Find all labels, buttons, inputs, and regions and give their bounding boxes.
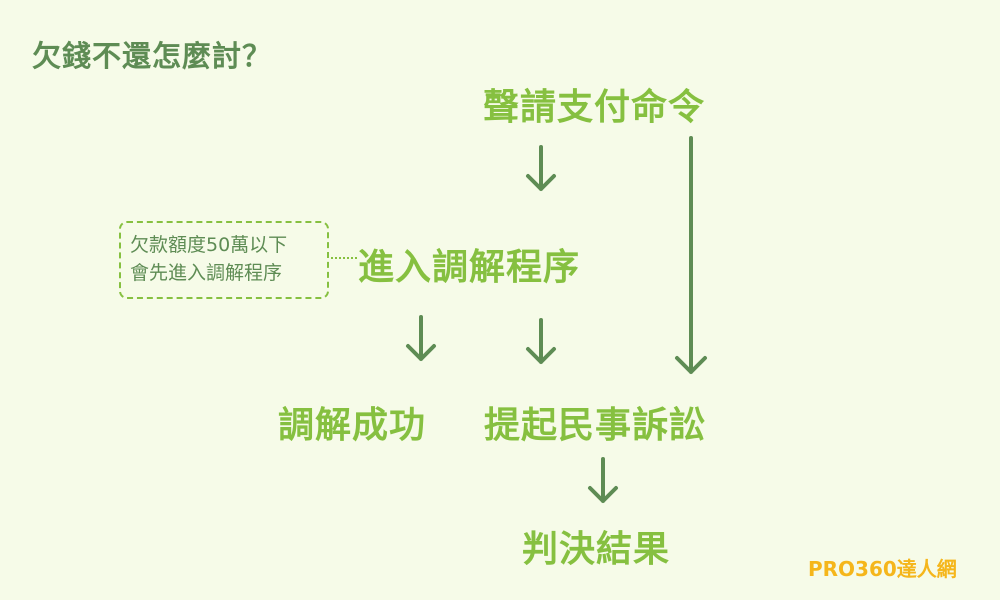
note-line-1: 欠款額度50萬以下 (130, 234, 288, 256)
arrow-down-icon (526, 318, 556, 364)
note-connector (331, 257, 357, 259)
threshold-note: 欠款額度50萬以下 會先進入調解程序 (119, 221, 329, 299)
node-payment-order: 聲請支付命令 (483, 87, 706, 128)
note-line-2: 會先進入調解程序 (130, 262, 283, 284)
node-civil-lawsuit: 提起民事訴訟 (484, 405, 707, 446)
node-judgment: 判決結果 (522, 529, 671, 570)
node-mediation-success: 調解成功 (278, 405, 427, 446)
arrow-down-icon (406, 315, 436, 361)
brand-logo: PRO360達人網 (808, 557, 957, 581)
arrow-down-icon (588, 457, 618, 503)
node-mediation: 進入調解程序 (358, 247, 581, 288)
arrow-down-icon (526, 145, 556, 191)
page-title: 欠錢不還怎麼討？ (32, 39, 273, 73)
long-arrow-down-icon (675, 136, 707, 374)
